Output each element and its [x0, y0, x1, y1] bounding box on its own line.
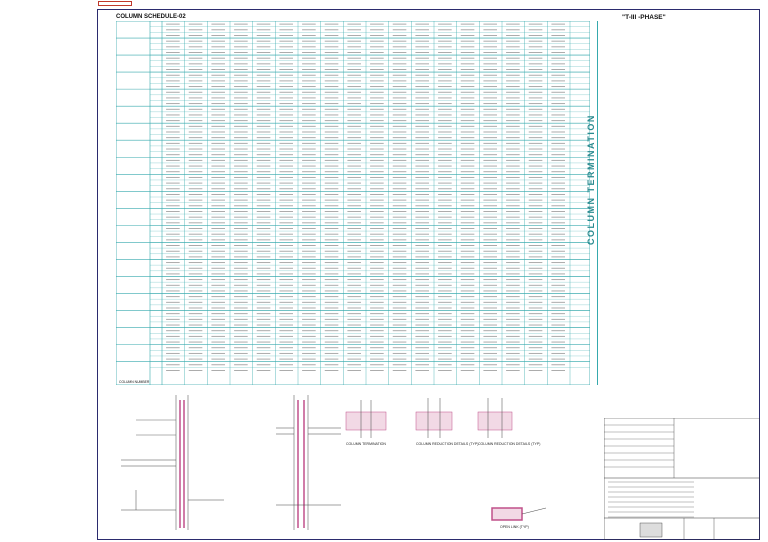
detail-column-section-2 [276, 395, 341, 530]
detail-label-1: COLUMN TERMINATION [346, 442, 386, 446]
schedule-title: COLUMN SCHEDULE-02 [116, 14, 186, 20]
detail-column-section-1 [121, 395, 224, 530]
column-schedule-table: COLUMN NUMBER [116, 21, 590, 385]
phase-title: "T-III -PHASE" [622, 14, 666, 21]
column-termination-title: COLUMN TERMINATION [586, 114, 596, 246]
detail-label-2: COLUMN REDUCTION DETAILS (TYP) [416, 442, 478, 446]
detail-open-link [491, 507, 547, 521]
footer-row-label: COLUMN NUMBER [119, 380, 150, 384]
detail-column-termination [345, 400, 387, 438]
detail-label-3: COLUMN REDUCTION DETAILS (TYP) [478, 442, 540, 446]
detail-reduction-1 [415, 398, 453, 438]
details-section: COLUMN TERMINATION COLUMN REDUCTION DETA… [121, 395, 547, 530]
title-block [604, 418, 760, 540]
sheet-corner-mark [98, 1, 132, 6]
detail-label-4: OPEN LINK (TYP) [500, 525, 529, 529]
table-right-rule [597, 21, 598, 385]
sheet-border [97, 9, 760, 540]
detail-reduction-2 [477, 398, 513, 438]
